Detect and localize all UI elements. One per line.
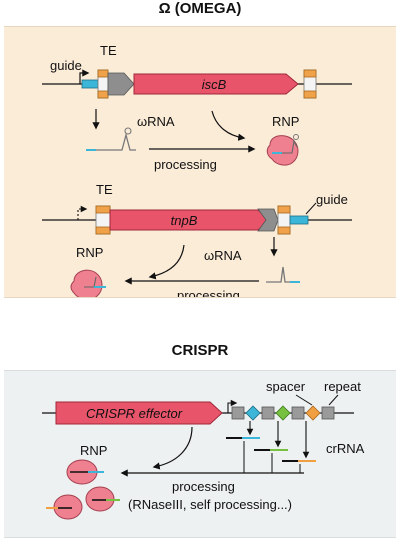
processing-label-bottom: processing (177, 288, 240, 297)
repeat-box-3 (291, 406, 305, 420)
rnp-complex-crispr-1 (66, 459, 104, 485)
guide-segment-bottom (289, 215, 309, 225)
tnpb-gene-label: tnpB (171, 213, 198, 228)
promoter-arrow-crispr (227, 399, 238, 413)
te-element-right-bottom (277, 205, 291, 235)
spacer-label: spacer (266, 379, 306, 394)
te-element-left-top (97, 69, 109, 99)
guide-pointer-bottom (305, 202, 317, 215)
curve-arrow-top (211, 110, 246, 141)
te-label-bottom: TE (96, 182, 113, 197)
te-element-left-bottom (95, 205, 111, 235)
rnp-complex-top (266, 134, 299, 166)
curve-arrow-bottom (148, 244, 185, 280)
rnp-complex-bottom (70, 269, 106, 300)
repeat-label: repeat (324, 379, 361, 394)
processing-label-crispr: processing (172, 479, 235, 494)
crispr-effector-label: CRISPR effector (86, 406, 183, 421)
rnp-complex-crispr-3 (85, 486, 120, 512)
omega-diagram: iscB guide TE ωRNA processing RNP (42, 43, 352, 303)
guide-label-top: guide (50, 58, 82, 73)
omega-panel: iscB guide TE ωRNA processing RNP (4, 26, 396, 303)
guide-segment-top (81, 79, 99, 89)
crispr-array (231, 405, 335, 421)
spacer-blue (245, 405, 261, 421)
iscb-gene-label: iscB (202, 77, 227, 92)
repeat-box-2 (261, 406, 275, 420)
repeat-box-4 (321, 406, 335, 420)
omega-rna-box-top (107, 72, 135, 96)
crispr-effector-gene (55, 401, 223, 425)
omega-rna-bottom (266, 266, 300, 283)
rnp-label-crispr: RNP (80, 443, 107, 458)
guide-label-bottom: guide (316, 192, 348, 207)
crrna-label: crRNA (326, 441, 365, 456)
processing-label-top: processing (154, 157, 217, 172)
repeat-box-1 (231, 406, 245, 420)
crispr-diagram: CRISPR effector spacer repeat (42, 379, 365, 520)
curve-arrow-crispr (152, 426, 193, 470)
promoter-arrow-top (79, 69, 90, 84)
crispr-section-title: CRISPR (171, 342, 229, 359)
spacer-pointer (295, 394, 313, 406)
rnp-complex-crispr-2 (46, 494, 83, 520)
crispr-panel: CRISPR effector spacer repeat (4, 370, 396, 538)
omega-rna-top (86, 127, 136, 151)
te-element-right-top (303, 69, 317, 99)
promoter-arrow-bottom (77, 205, 88, 220)
omega-rna-box-bottom (257, 208, 279, 232)
spacer-orange (305, 405, 321, 421)
omega-section-title: Ω (OMEGA) (158, 0, 242, 17)
repeat-pointer (328, 394, 339, 406)
spacer-green (275, 405, 291, 421)
wrna-label-bottom: ωRNA (204, 248, 242, 263)
wrna-label-top: ωRNA (137, 114, 175, 129)
processing-detail-label: (RNaseIII, self processing...) (128, 497, 292, 512)
te-label-top: TE (100, 43, 117, 58)
rnp-label-bottom: RNP (76, 245, 103, 260)
rnp-label-top: RNP (272, 114, 299, 129)
iscb-gene (133, 73, 299, 95)
